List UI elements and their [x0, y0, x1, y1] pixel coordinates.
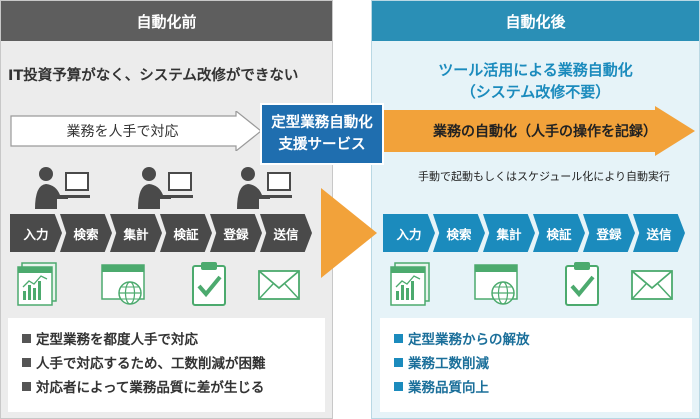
after-subtitle: ツール活用による業務自動化 （システム改修不要）: [438, 61, 633, 101]
list-item: 人手で対応するため、工数削減が困難: [22, 352, 311, 376]
transition-arrow: [321, 188, 377, 278]
step-chevron: 検証: [533, 214, 585, 252]
clipboard-check-icon: [192, 262, 226, 306]
manual-work-arrow: [10, 111, 262, 151]
mail-icon: [258, 270, 300, 300]
list-item: 対応者によって業務品質に差が生じる: [22, 376, 311, 400]
manual-work-label: 業務を人手で対応: [66, 124, 179, 140]
step-chevron: 送信: [260, 214, 312, 252]
before-header: 自動化前: [1, 1, 332, 41]
mail-icon: [631, 270, 673, 300]
worker-at-pc-icon: [138, 167, 193, 209]
workers-row: [0, 165, 333, 210]
before-process-steps: 入力 検索 集計 検証 登録 送信: [10, 214, 312, 252]
automation-arrow: [383, 106, 695, 156]
list-item: 業務品質向上: [394, 376, 678, 400]
after-process-steps: 入力 検索 集計 検証 登録 送信: [383, 214, 685, 252]
before-subtitle: IT投資予算がなく、システム改修ができない: [8, 68, 299, 84]
worker-at-pc-icon: [35, 167, 90, 209]
list-item: 定型業務からの解放: [394, 328, 678, 352]
browser-globe-icon: [101, 264, 145, 305]
worker-at-pc-icon: [237, 167, 292, 209]
after-benefits-list: 定型業務からの解放 業務工数削減 業務品質向上: [380, 318, 692, 412]
automation-note: 手動で起動もしくはスケジュール化により自動実行: [418, 170, 671, 183]
step-chevron: 検証: [160, 214, 212, 252]
step-chevron: 集計: [483, 214, 535, 252]
automation-support-service-box: 定型業務自動化 支援サービス: [260, 103, 384, 165]
step-chevron: 集計: [110, 214, 162, 252]
list-item: 定型業務を都度人手で対応: [22, 328, 311, 352]
before-icons-row: [12, 261, 322, 311]
step-chevron: 送信: [633, 214, 685, 252]
step-chevron: 入力: [383, 214, 435, 252]
step-chevron: 登録: [210, 214, 262, 252]
after-icons-row: [385, 261, 695, 311]
step-chevron: 入力: [10, 214, 62, 252]
after-header: 自動化後: [372, 1, 699, 41]
report-chart-icon: [390, 262, 430, 306]
step-chevron: 検索: [60, 214, 112, 252]
browser-globe-icon: [474, 264, 518, 305]
clipboard-check-icon: [565, 262, 599, 306]
report-chart-icon: [17, 262, 57, 306]
automation-label: 業務の自動化（人手の操作を記録）: [433, 124, 657, 140]
list-item: 業務工数削減: [394, 352, 678, 376]
step-chevron: 登録: [583, 214, 635, 252]
before-issues-list: 定型業務を都度人手で対応 人手で対応するため、工数削減が困難 対応者によって業務…: [8, 318, 325, 412]
step-chevron: 検索: [433, 214, 485, 252]
